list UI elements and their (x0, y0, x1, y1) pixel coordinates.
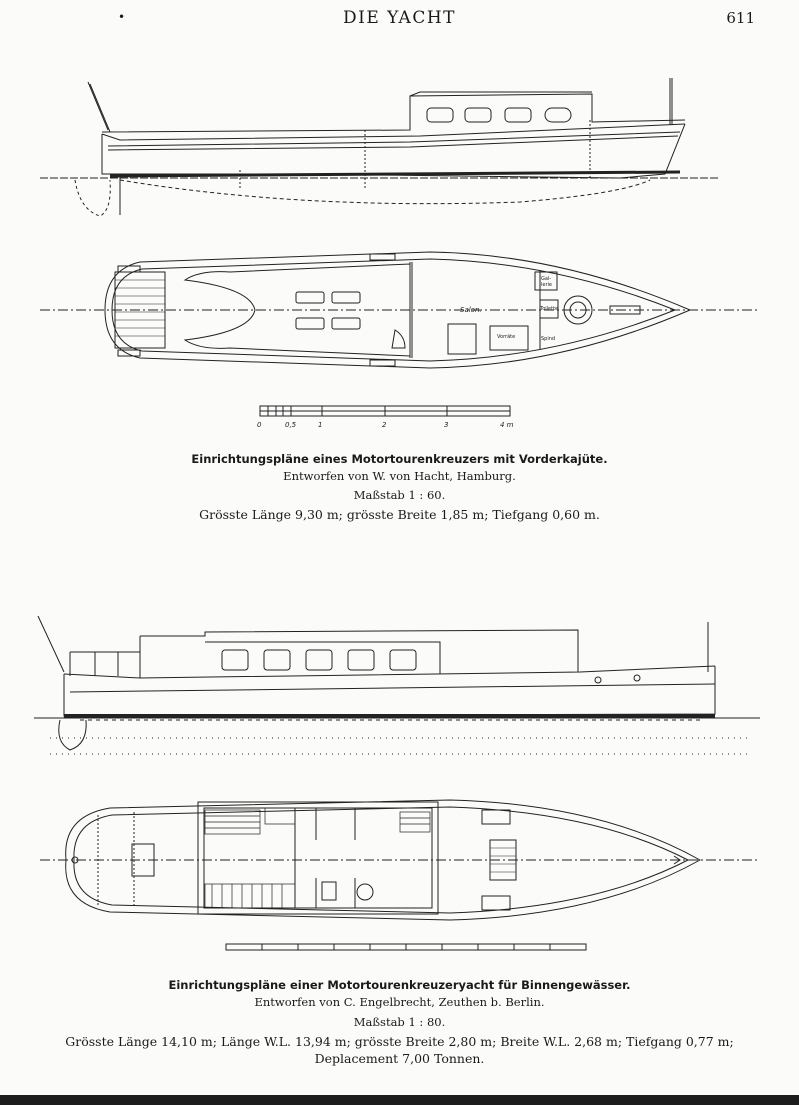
page-bottom-border (0, 1095, 799, 1105)
label-toilette: Toilette (539, 306, 558, 312)
label-lerie: lerie (541, 282, 552, 288)
scale-label-2: 2 (382, 421, 387, 429)
page-header-title: DIE YACHT (342, 8, 456, 28)
boat1-side-elevation (40, 78, 720, 217)
plan2-dimensions-line2: Deplacement 7,00 Tonnen. (314, 1051, 485, 1066)
plan2-caption-title: Einrichtungspläne einer Motortourenkreuz… (168, 978, 631, 992)
plan2-designer: Entworfen von C. Engelbrecht, Zeuthen b.… (254, 995, 545, 1009)
label-vorrate: Vorräte (497, 334, 515, 340)
scale-label-1: 1 (318, 421, 322, 429)
plan1-caption-title: Einrichtungspläne eines Motortourenkreuz… (191, 452, 608, 466)
plan1-caption: Einrichtungspläne eines Motortourenkreuz… (0, 452, 799, 522)
scale-bar-2 (225, 943, 587, 951)
scale-label-4: 4 m (500, 421, 514, 429)
plan1-dimensions: Grösste Länge 9,30 m; grösste Breite 1,8… (199, 507, 600, 522)
scale-label-0: 0 (257, 421, 262, 429)
plan1-scale: Maßstab 1 : 60. (353, 488, 446, 502)
boat2-plan-view (40, 799, 760, 921)
plan1-designer: Entworfen von W. von Hacht, Hamburg. (283, 469, 516, 483)
scale-label-3: 3 (444, 421, 448, 429)
plan2-dimensions-line1: Grösste Länge 14,10 m; Länge W.L. 13,94 … (65, 1034, 734, 1049)
boat1-plan-view: Salon. Toilette Gal- lerie Vorräte Spind (40, 251, 760, 369)
page-number: 611 (726, 9, 755, 27)
plan2-caption: Einrichtungspläne einer Motortourenkreuz… (0, 978, 799, 1066)
boat2-side-elevation (34, 615, 760, 755)
label-salon: Salon. (460, 306, 482, 314)
plan2-scale: Maßstab 1 : 80. (353, 1015, 446, 1029)
scale-bar-1: 0 0,5 1 2 3 4 m (257, 405, 514, 429)
label-gal: Gal- (541, 276, 551, 282)
label-spind: Spind (541, 336, 555, 342)
header-mark: • (118, 10, 126, 24)
scale-label-05: 0,5 (285, 421, 297, 429)
